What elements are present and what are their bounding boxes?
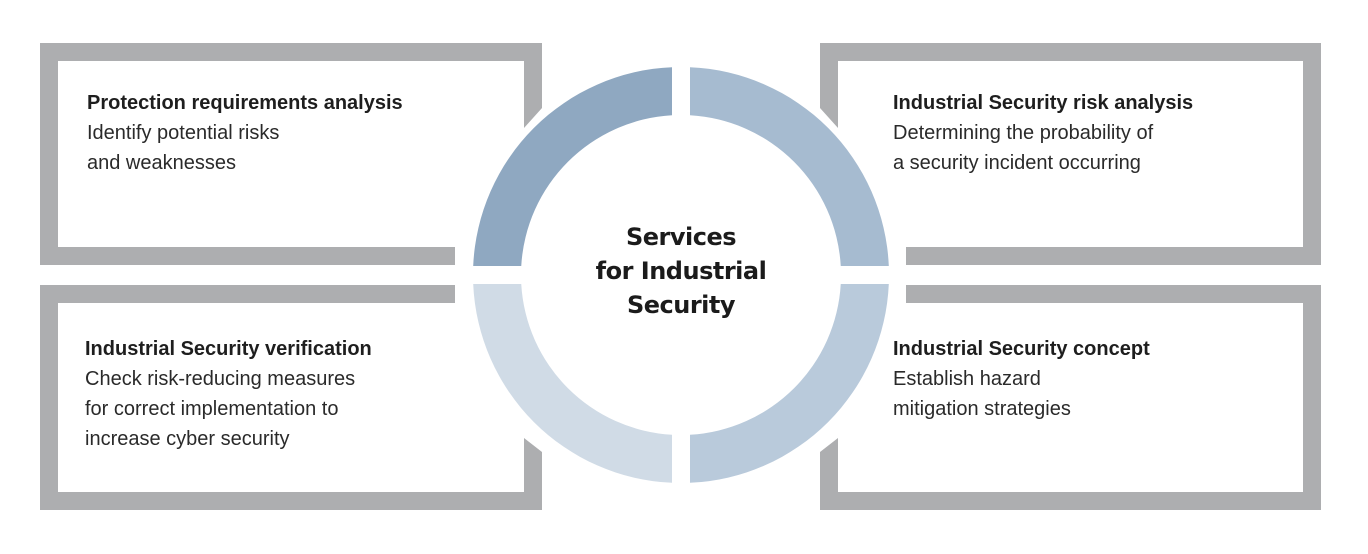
service-card-concept: Industrial Security concept Establish ha… — [893, 334, 1150, 424]
center-title-line: for Industrial — [595, 257, 767, 285]
service-title: Industrial Security verification — [85, 338, 372, 360]
service-description-line: mitigation strategies — [893, 398, 1071, 420]
service-description-line: increase cyber security — [85, 428, 290, 450]
service-title: Industrial Security risk analysis — [893, 92, 1194, 114]
service-title: Industrial Security concept — [893, 338, 1150, 360]
ring-segment-top-left — [473, 67, 672, 267]
service-description-line: a security incident occurring — [893, 152, 1141, 174]
service-card-risk-analysis: Industrial Security risk analysis Determ… — [893, 88, 1193, 178]
service-title: Protection requirements analysis — [87, 92, 403, 114]
service-card-protection-requirements: Protection requirements analysis Identif… — [87, 88, 403, 178]
ring-segment-top-right — [690, 67, 889, 267]
center-title: Services for Industrial Security — [560, 220, 802, 322]
service-description-line: Identify potential risks — [87, 122, 280, 144]
service-description-line: Check risk-reducing measures — [85, 368, 356, 390]
service-card-verification: Industrial Security verification Check r… — [85, 334, 372, 454]
ring-segment-bottom-left — [473, 284, 672, 483]
service-description-line: for correct implementation to — [85, 398, 339, 420]
service-description-line: Establish hazard — [893, 368, 1041, 390]
service-description-line: and weaknesses — [87, 152, 236, 174]
center-title-line: Services — [625, 223, 737, 251]
service-description-line: Determining the probability of — [893, 122, 1154, 144]
ring-segment-bottom-right — [690, 284, 889, 483]
center-title-line: Security — [626, 291, 736, 319]
